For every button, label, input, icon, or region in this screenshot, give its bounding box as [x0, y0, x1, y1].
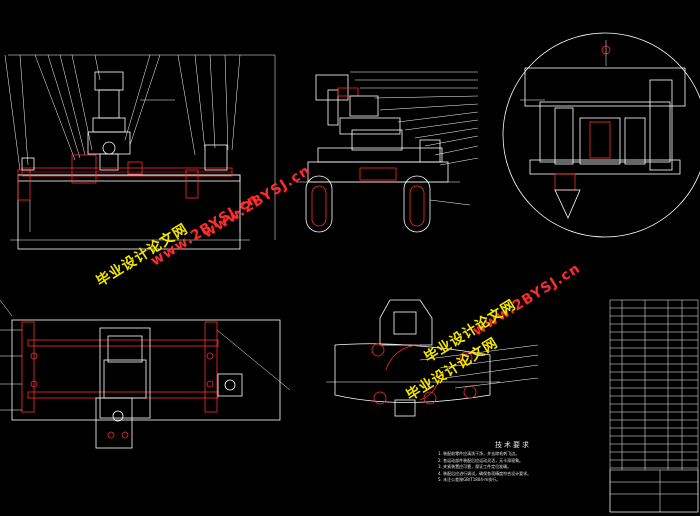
- main-assembly-front-view: [4, 54, 276, 250]
- technical-requirement-line: 3. 夹紧装置应可靠，保证工件定位准确。: [438, 464, 512, 469]
- side-view: [296, 71, 479, 233]
- technical-requirement-line: 1. 装配前零件应清洗干净，并去除毛刺飞边。: [438, 451, 520, 456]
- technical-requirement-line: 5. 未注公差按GB/T1804-m执行。: [438, 477, 501, 482]
- technical-requirements-title: 技术要求: [495, 441, 531, 449]
- detail-view-circle: [502, 32, 700, 238]
- technical-requirement-line: 2. 各运动部件装配后应运动灵活，无卡滞现象。: [438, 457, 524, 463]
- main-assembly-top-view: [0, 299, 291, 449]
- parts-list-table: [609, 299, 699, 513]
- gripper-mechanism-view: [326, 299, 539, 417]
- technical-requirements: 技术要求 1. 装配前零件应清洗干净，并去除毛刺飞边。 2. 各运动部件装配后应…: [438, 440, 588, 484]
- technical-requirement-line: 4. 装配后应进行调试，确保各项精度符合设计要求。: [438, 470, 532, 476]
